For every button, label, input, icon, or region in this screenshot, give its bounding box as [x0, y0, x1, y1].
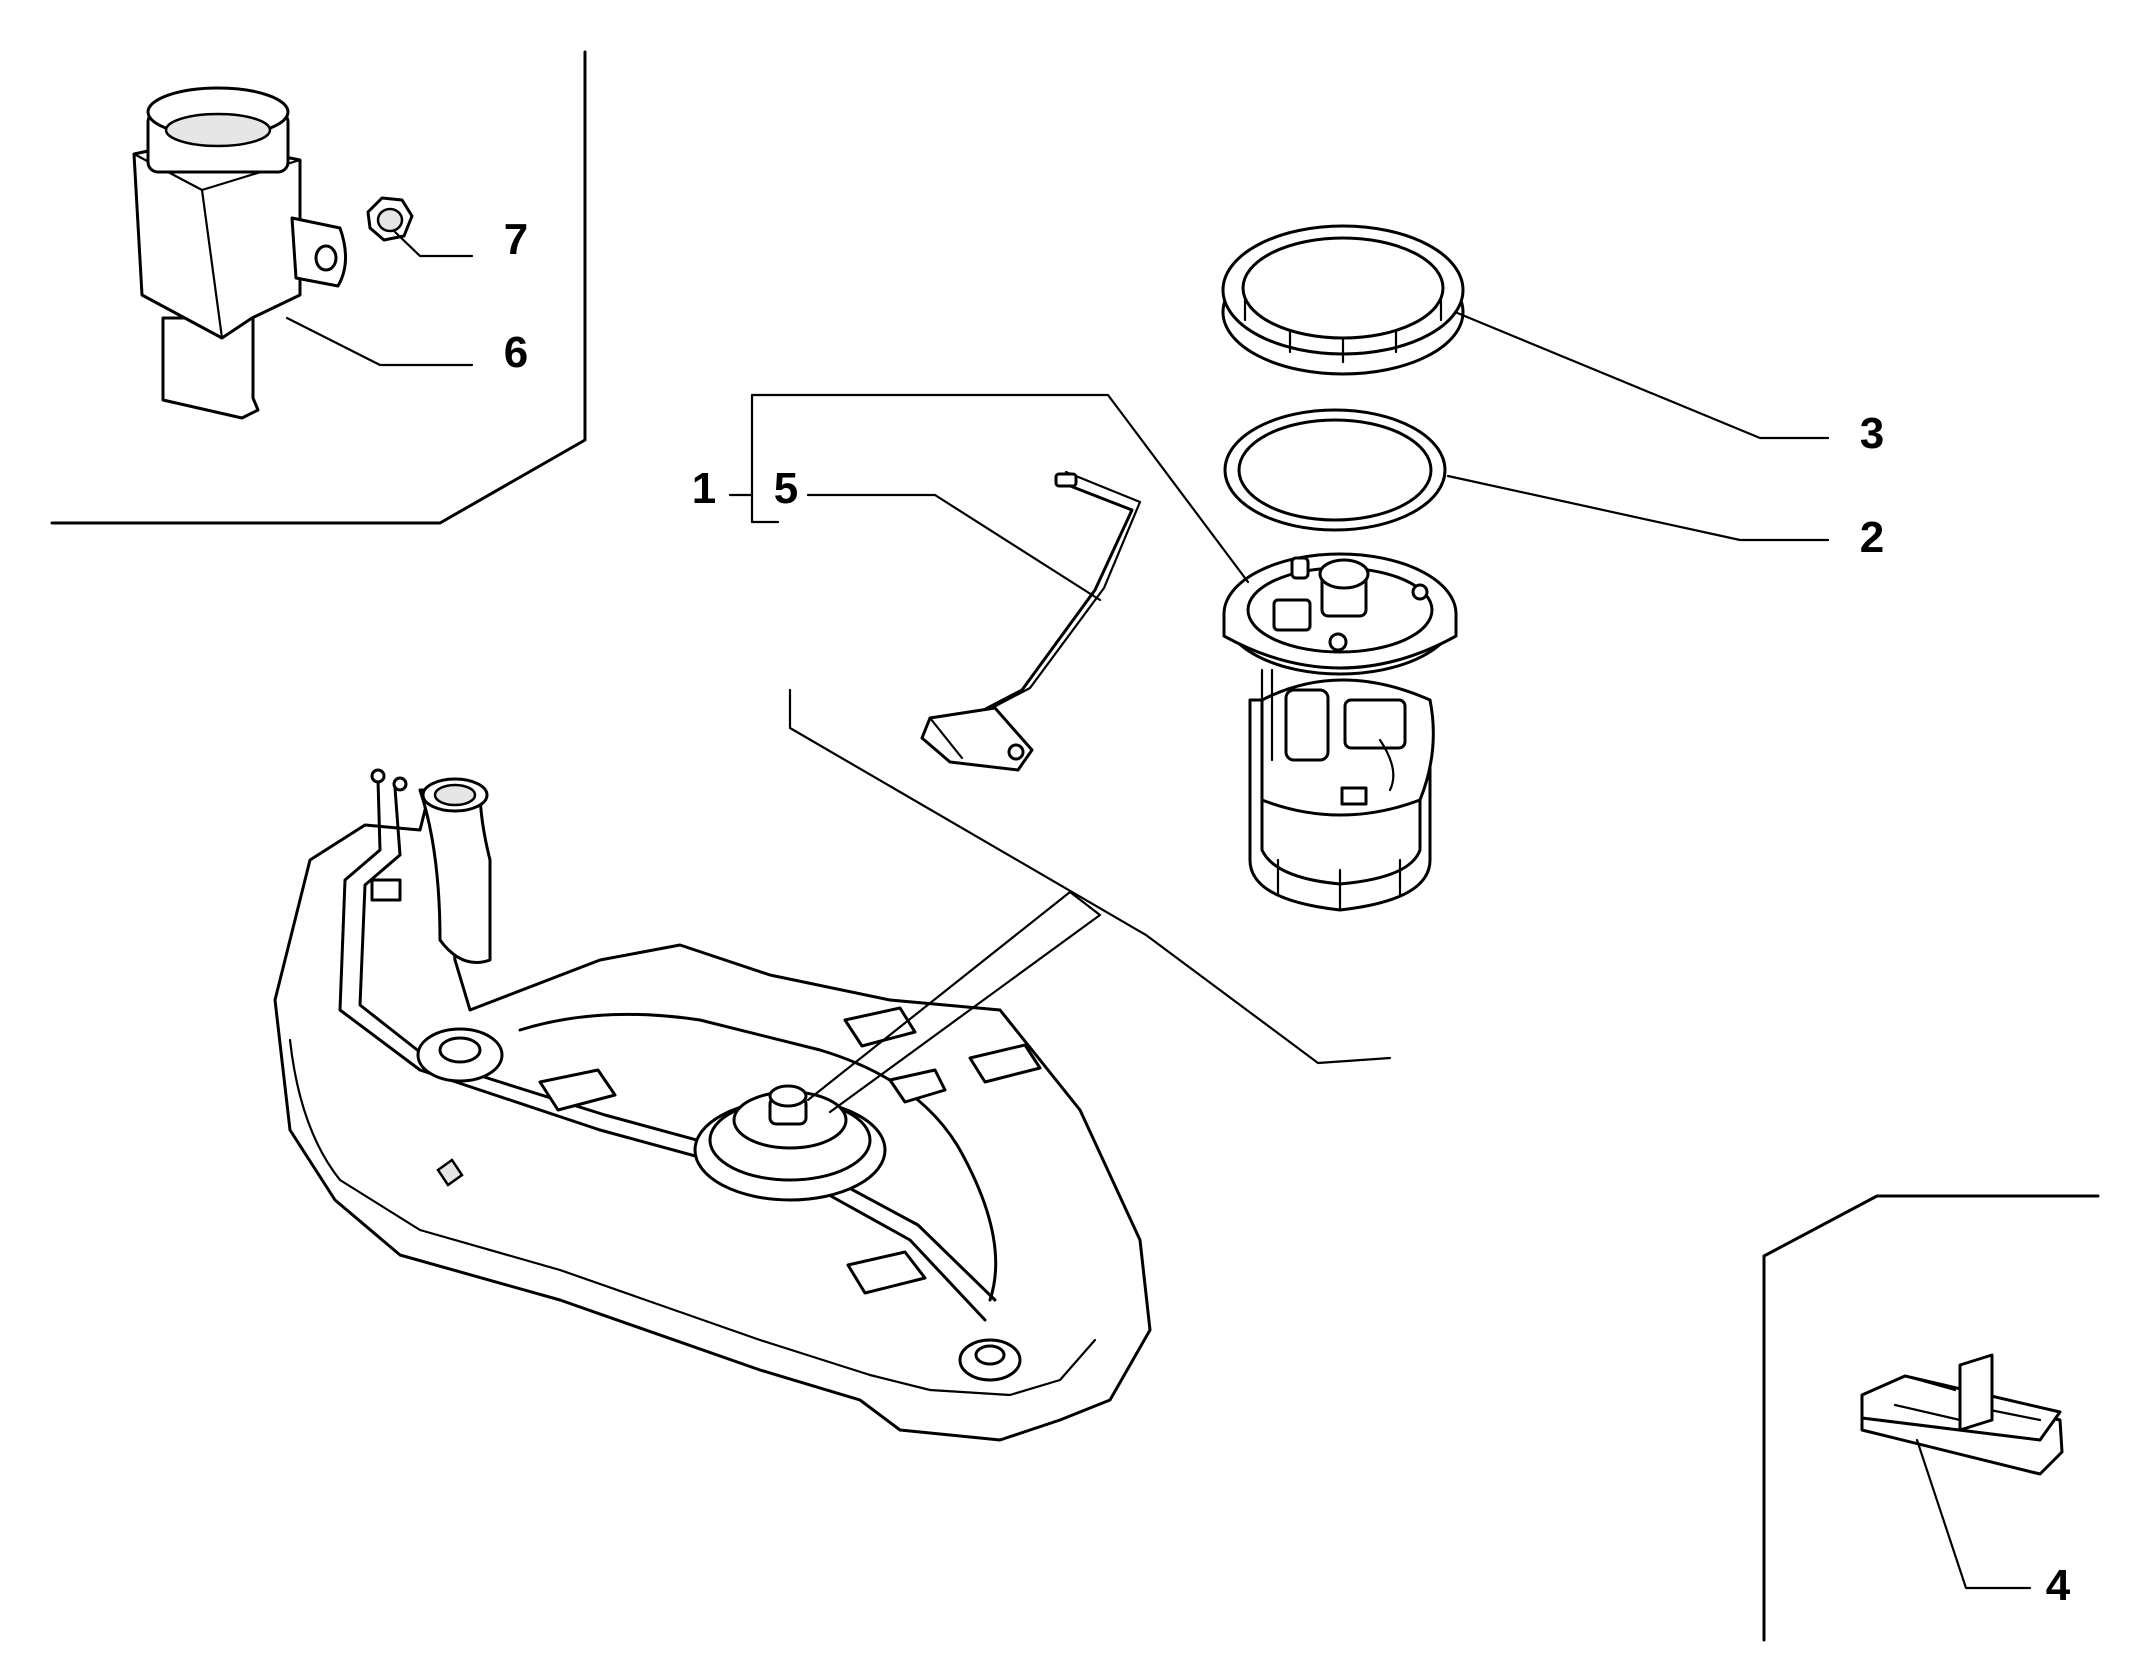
fuel-pump-module	[1222, 552, 1458, 912]
leader-7	[393, 230, 474, 258]
callout-labels: 1 5 7 6 3 2 4	[504, 215, 2071, 1610]
leader-3	[1453, 310, 1830, 440]
lock-ring	[1221, 224, 1465, 376]
leader-6	[285, 316, 474, 367]
inset-frame-top-left	[50, 50, 587, 525]
tank-link-upper	[788, 688, 1392, 1065]
callout-7: 7	[504, 215, 528, 264]
leader-5	[806, 493, 1102, 602]
fuel-tank	[273, 768, 1152, 1442]
inset-frame-bottom-right	[1762, 1194, 2100, 1642]
leader-2	[1446, 474, 1830, 542]
leader-4	[1915, 1438, 2032, 1590]
inertia-switch	[132, 86, 347, 420]
callout-4: 4	[2046, 1561, 2071, 1610]
callout-5: 5	[774, 464, 798, 513]
leader-lines	[285, 230, 2032, 1590]
nut	[366, 196, 414, 242]
callout-6: 6	[504, 328, 528, 377]
callout-1: 1	[692, 464, 716, 513]
callout-2: 2	[1860, 513, 1884, 562]
sender-float	[920, 470, 1142, 772]
buffer-pad	[1860, 1353, 2064, 1476]
bracket-1	[750, 393, 1250, 584]
callout-3: 3	[1860, 409, 1884, 458]
tank-link-upper-to-pump	[806, 890, 1072, 1102]
tank-link-lower	[828, 890, 1102, 1114]
seal-ring	[1223, 408, 1447, 532]
